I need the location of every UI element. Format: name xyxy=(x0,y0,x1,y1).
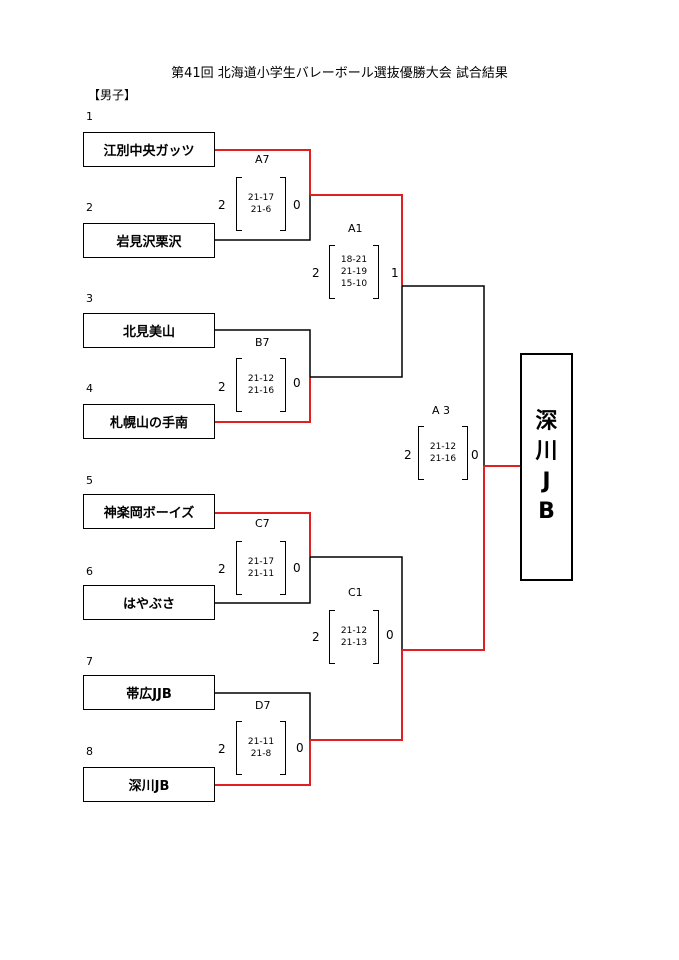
line-d7-winner xyxy=(310,650,403,741)
set-scores: 21-12 21-16 xyxy=(236,358,286,412)
champion-char: 深 xyxy=(535,409,558,434)
seed-number: 4 xyxy=(86,382,93,395)
match-label: C1 xyxy=(348,586,363,599)
match-left-sets: 2 xyxy=(312,266,320,280)
match-left-sets: 2 xyxy=(404,448,412,462)
team-box: 札幌山の手南 xyxy=(83,404,215,439)
team-box: 神楽岡ボーイズ xyxy=(83,494,215,529)
section-label: 【男子】 xyxy=(88,88,137,102)
line-team8 xyxy=(215,740,311,786)
set-score: 21-12 xyxy=(247,374,275,384)
match-left-sets: 2 xyxy=(218,742,226,756)
match-right-sets: 0 xyxy=(293,561,301,575)
match-right-sets: 0 xyxy=(471,448,479,462)
match-right-sets: 0 xyxy=(293,376,301,390)
team-box: 深川JB xyxy=(83,767,215,802)
seed-number: 2 xyxy=(86,201,93,214)
seed-number: 6 xyxy=(86,565,93,578)
set-score: 21-13 xyxy=(340,638,368,648)
set-scores: 21-11 21-8 xyxy=(236,721,286,775)
match-right-sets: 1 xyxy=(391,266,399,280)
set-score: 21-12 xyxy=(340,626,368,636)
champion-char: B xyxy=(538,499,555,524)
match-label: D7 xyxy=(255,699,271,712)
match-right-sets: 0 xyxy=(296,741,304,755)
set-score: 15-10 xyxy=(340,279,368,289)
seed-number: 7 xyxy=(86,655,93,668)
line-b7-winner xyxy=(310,286,403,378)
set-scores: 21-12 21-16 xyxy=(418,426,468,480)
seed-number: 5 xyxy=(86,474,93,487)
match-left-sets: 2 xyxy=(218,380,226,394)
champion-box: 深 川 J B xyxy=(520,353,573,581)
set-score: 21-8 xyxy=(250,749,272,759)
team-box: 帯広JJB xyxy=(83,675,215,710)
team-box: 北見美山 xyxy=(83,313,215,348)
line-team2 xyxy=(215,195,311,241)
set-score: 21-6 xyxy=(250,205,272,215)
set-score: 21-17 xyxy=(247,557,275,567)
set-score: 21-11 xyxy=(247,737,275,747)
match-right-sets: 0 xyxy=(293,198,301,212)
set-scores: 21-17 21-11 xyxy=(236,541,286,595)
champion-char: 川 xyxy=(535,439,558,464)
team-box: 岩見沢栗沢 xyxy=(83,223,215,258)
line-a7-winner xyxy=(310,194,403,286)
match-left-sets: 2 xyxy=(218,198,226,212)
line-team3 xyxy=(215,329,311,377)
set-score: 21-11 xyxy=(247,569,275,579)
champion-char: J xyxy=(542,469,551,494)
set-scores: 21-17 21-6 xyxy=(236,177,286,231)
line-team5 xyxy=(215,512,311,557)
set-score: 21-16 xyxy=(429,454,457,464)
set-score: 18-21 xyxy=(340,255,368,265)
team-box: 江別中央ガッツ xyxy=(83,132,215,167)
page-title: 第41回 北海道小学生バレーボール選抜優勝大会 試合結果 xyxy=(171,66,508,81)
line-team4 xyxy=(215,377,311,423)
set-scores: 18-21 21-19 15-10 xyxy=(329,245,379,299)
line-c1-winner xyxy=(402,466,485,651)
line-team6 xyxy=(215,557,311,604)
match-label: A 3 xyxy=(432,404,451,417)
set-score: 21-16 xyxy=(247,386,275,396)
match-left-sets: 2 xyxy=(218,562,226,576)
set-scores: 21-12 21-13 xyxy=(329,610,379,664)
set-score: 21-19 xyxy=(340,267,368,277)
seed-number: 3 xyxy=(86,292,93,305)
line-c7-winner xyxy=(310,556,403,650)
match-right-sets: 0 xyxy=(386,628,394,642)
match-label: C7 xyxy=(255,517,270,530)
line-a1-winner xyxy=(402,285,485,466)
match-label: A1 xyxy=(348,222,363,235)
seed-number: 8 xyxy=(86,745,93,758)
set-score: 21-12 xyxy=(429,442,457,452)
match-label: B7 xyxy=(255,336,270,349)
line-team7 xyxy=(215,692,311,740)
seed-number: 1 xyxy=(86,110,93,123)
match-left-sets: 2 xyxy=(312,630,320,644)
set-score: 21-17 xyxy=(247,193,275,203)
team-box: はやぶさ xyxy=(83,585,215,620)
match-label: A7 xyxy=(255,153,270,166)
line-team1 xyxy=(215,149,311,195)
